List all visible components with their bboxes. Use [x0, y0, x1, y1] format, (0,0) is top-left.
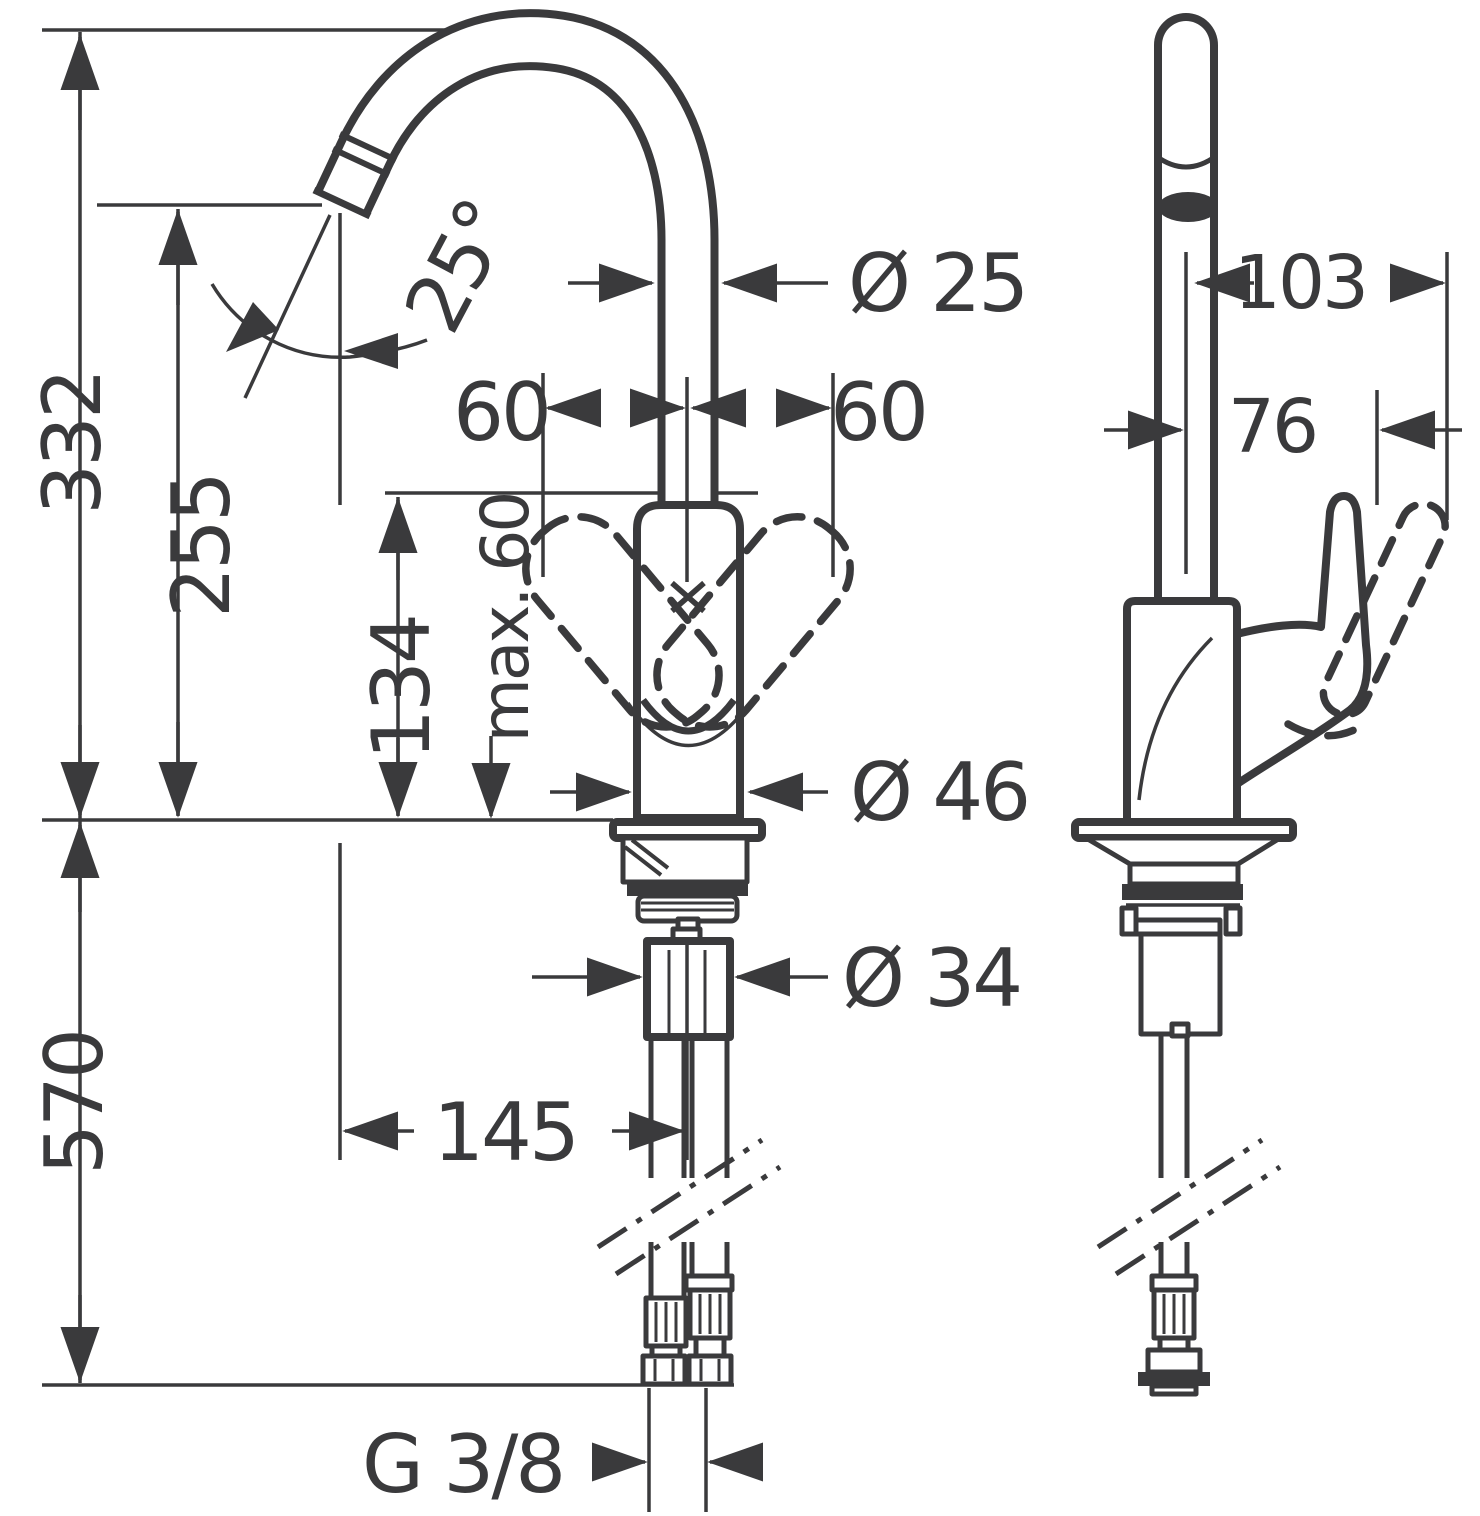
outlet-seam-arc	[1154, 153, 1218, 170]
angle-arrow-right	[344, 333, 398, 369]
dim-label-shank-diameter: Ø 34	[842, 932, 1020, 1025]
side-hose-nut	[1145, 1347, 1203, 1375]
front-view	[312, 9, 854, 1387]
aerator-band-1	[331, 146, 391, 178]
outlet-opening	[1158, 192, 1218, 222]
dim-label-base-diameter: Ø 46	[850, 746, 1028, 839]
dim-label-thread-size: G 3/8	[362, 1418, 563, 1511]
dimension-overlays	[612, 252, 1254, 1160]
dimension-labels: 332 255 134 max. 60 570 25° Ø 25 60 60 Ø…	[26, 186, 1369, 1511]
side-body-curve	[1137, 636, 1214, 801]
dim-label-height-outlet: 255	[155, 474, 248, 618]
handle-swing-right	[653, 513, 854, 731]
dim-label-offset-right: 60	[830, 366, 926, 459]
dim-label-height-body: 134	[355, 616, 448, 760]
break-line	[614, 1164, 782, 1277]
angle-arrow-left	[226, 302, 279, 352]
spout-fill	[321, 17, 711, 512]
lever-raised-position	[1319, 500, 1449, 719]
dim-label-spout-diameter: Ø 25	[848, 237, 1026, 330]
dim-label-max-thickness: max. 60	[467, 494, 544, 743]
supply-hoses	[596, 1037, 782, 1387]
lever-swing-arc	[1284, 720, 1358, 740]
dimension-lines	[42, 28, 1462, 1512]
side-gasket-band	[1122, 884, 1243, 900]
spout-base-curve	[626, 701, 752, 748]
side-hose	[1096, 1034, 1282, 1397]
dim-label-offset-left: 60	[453, 366, 549, 459]
break-line	[596, 1137, 764, 1250]
dim-label-hose-length: 570	[28, 1031, 121, 1175]
handle-swing-left	[522, 513, 723, 731]
angle-tilt-line	[243, 214, 332, 399]
dim-label-depth-handle: 76	[1228, 384, 1316, 470]
dim-label-height-total: 332	[26, 371, 119, 515]
aerator-band-2	[338, 131, 398, 163]
hose-nut	[640, 1353, 688, 1387]
dim-label-reach: 145	[433, 1086, 577, 1179]
hose-nut	[686, 1353, 734, 1387]
dim-label-depth-handle-raised: 103	[1234, 240, 1366, 326]
collar-seam	[630, 838, 670, 870]
handle-bottom-arc	[640, 697, 737, 735]
spout-tip-face	[312, 186, 372, 220]
gasket-band	[627, 882, 748, 896]
dim-label-swivel-angle: 25°	[387, 186, 531, 347]
side-body	[1123, 597, 1241, 826]
side-base-skirt	[1083, 835, 1283, 867]
side-shank	[1138, 931, 1223, 1037]
